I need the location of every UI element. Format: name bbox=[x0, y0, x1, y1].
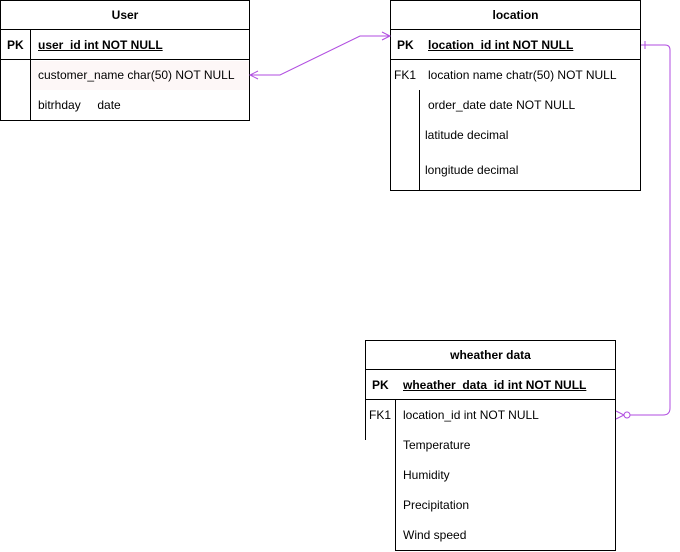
pk-field: location_id int NOT NULL bbox=[428, 38, 574, 52]
field-row[interactable]: Wind speed bbox=[403, 528, 467, 542]
table-border-bottom bbox=[0, 120, 250, 121]
zero-marker bbox=[623, 411, 631, 419]
table-border-bottom bbox=[390, 190, 641, 191]
field-row-highlight bbox=[31, 61, 249, 90]
table-border-right bbox=[615, 400, 616, 551]
table-border-left bbox=[365, 400, 366, 440]
field-row[interactable]: location_id int NOT NULL bbox=[403, 408, 539, 422]
table-border-left bbox=[390, 60, 391, 191]
fk-label: FK1 bbox=[394, 68, 417, 82]
crows-foot-marker bbox=[381, 31, 392, 41]
field-row[interactable]: location name chatr(50) NOT NULL bbox=[428, 68, 617, 82]
field-row[interactable]: latitude decimal bbox=[425, 128, 509, 142]
key-column-divider bbox=[395, 400, 396, 551]
table-border-bottom bbox=[395, 550, 616, 551]
pk-label: PK bbox=[7, 38, 24, 52]
connector-location-weather bbox=[630, 44, 671, 416]
field-row[interactable]: Temperature bbox=[403, 438, 471, 452]
field-row[interactable]: longitude decimal bbox=[425, 163, 519, 177]
field-row[interactable]: customer_name char(50) NOT NULL bbox=[38, 68, 235, 82]
key-column-divider bbox=[419, 90, 420, 191]
field-row[interactable]: order_date date NOT NULL bbox=[428, 98, 576, 112]
table-border-right bbox=[249, 60, 250, 121]
pk-field: user_id int NOT NULL bbox=[38, 38, 163, 52]
field-row[interactable]: bitrhday date bbox=[38, 98, 121, 112]
primary-key-row[interactable]: PK user_id int NOT NULL bbox=[0, 30, 250, 60]
table-border-right bbox=[640, 60, 641, 191]
crows-foot-marker bbox=[248, 70, 259, 80]
table-title: location bbox=[390, 0, 641, 30]
field-row[interactable]: Precipitation bbox=[403, 498, 470, 512]
pk-field: wheather_data_id int NOT NULL bbox=[403, 378, 587, 392]
connector-user-location bbox=[250, 35, 390, 76]
field-row[interactable]: Humidity bbox=[403, 468, 450, 482]
table-user[interactable]: User PK user_id int NOT NULL customer_na… bbox=[0, 0, 250, 121]
pk-label: PK bbox=[372, 378, 389, 392]
fk-label: FK1 bbox=[369, 408, 392, 422]
table-weather-data[interactable]: wheather data PK wheather_data_id int NO… bbox=[365, 340, 616, 551]
table-title: wheather data bbox=[365, 340, 616, 370]
primary-key-row[interactable]: PK location_id int NOT NULL bbox=[390, 30, 641, 60]
table-location[interactable]: location PK location_id int NOT NULL FK1… bbox=[390, 0, 641, 191]
pk-label: PK bbox=[397, 38, 414, 52]
table-border-left bbox=[0, 60, 1, 121]
primary-key-row[interactable]: PK wheather_data_id int NOT NULL bbox=[365, 370, 616, 400]
crows-foot-marker bbox=[615, 410, 626, 420]
table-title: User bbox=[0, 0, 250, 30]
key-column-divider bbox=[30, 30, 31, 121]
